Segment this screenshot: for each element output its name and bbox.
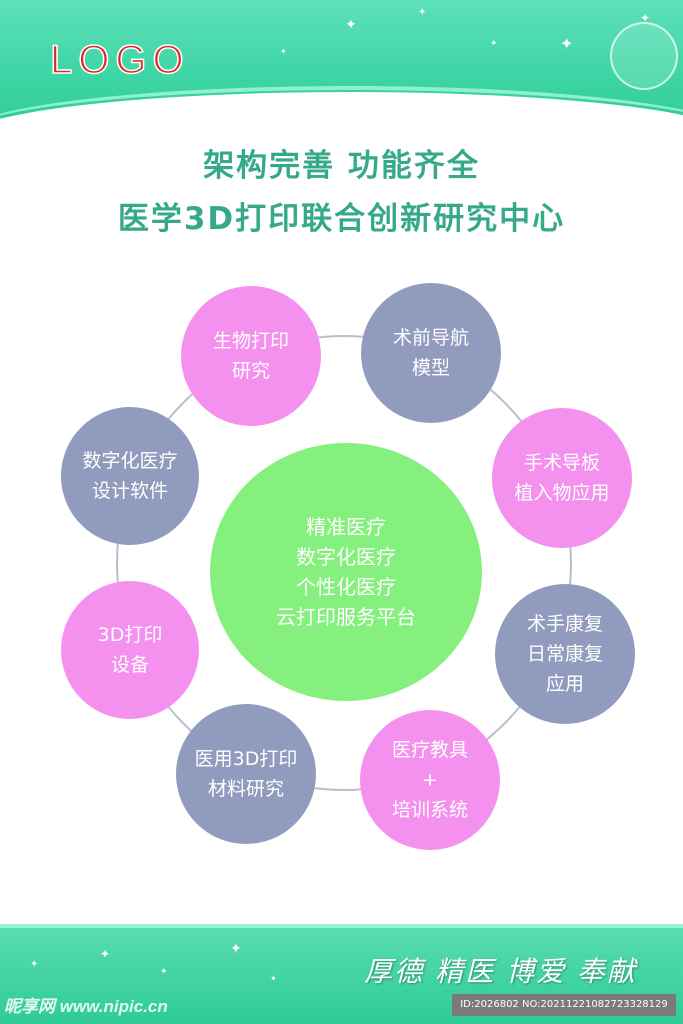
- node-teaching-training: 医疗教具 + 培训系统: [360, 710, 500, 850]
- sparkle-icon: ✦: [280, 47, 287, 56]
- center-line: 个性化医疗: [296, 575, 396, 599]
- node-surgical-guide: 手术导板 植入物应用: [492, 408, 632, 548]
- center-line: 云打印服务平台: [276, 605, 416, 629]
- sparkle-icon: ✦: [230, 941, 242, 957]
- logo: LOGO: [49, 37, 190, 83]
- node-line: 数字化医疗: [82, 450, 178, 472]
- node-line: 设计软件: [91, 480, 168, 502]
- node-line: 研究: [231, 360, 270, 382]
- sparkle-icon: ✦: [418, 7, 427, 18]
- center-line: 精准医疗: [306, 515, 386, 539]
- node-line: +: [422, 769, 438, 791]
- header-curve: [0, 92, 683, 212]
- slogan: 厚德 精医 博爱 奉献: [364, 955, 637, 988]
- node-line: 材料研究: [207, 778, 284, 800]
- node-3d-printing-equipment: 3D打印 设备: [61, 581, 199, 719]
- node-line: 3D打印: [97, 624, 163, 646]
- node-material-research: 医用3D打印 材料研究: [176, 704, 316, 844]
- sparkle-icon: ✦: [160, 967, 168, 977]
- connector-ring: [116, 335, 572, 791]
- node-line: 日常康复: [526, 643, 603, 665]
- watermark: 昵享网 www.nipic.cn: [4, 997, 168, 1016]
- node-line: 应用: [545, 673, 584, 695]
- node-line: 术手康复: [526, 613, 603, 635]
- sparkle-icon: ✦: [100, 947, 111, 961]
- node-line: 培训系统: [391, 799, 468, 821]
- title-line-1: 架构完善 功能齐全: [203, 148, 480, 184]
- sparkle-icon: ✦: [490, 39, 498, 49]
- node-line: 模型: [411, 357, 450, 379]
- node-design-software: 数字化医疗 设计软件: [61, 407, 199, 545]
- title-line-2: 医学3D打印联合创新研究中心: [117, 201, 566, 237]
- center-circle: 精准医疗 数字化医疗 个性化医疗 云打印服务平台: [210, 443, 482, 701]
- node-line: 医用3D打印: [194, 748, 298, 770]
- sparkle-icon: ✦: [270, 974, 277, 983]
- node-bioprinting: 生物打印 研究: [181, 286, 321, 426]
- node-line: 设备: [110, 654, 149, 676]
- node-line: 手术导板: [523, 452, 600, 474]
- bubble-decoration: [610, 22, 678, 90]
- sparkle-icon: ✦: [30, 959, 39, 970]
- header-curve-accent: [0, 86, 683, 210]
- footer-accent-line: [0, 924, 683, 928]
- node-line: 生物打印: [212, 330, 289, 352]
- node-line: 术前导航: [392, 327, 469, 349]
- node-preop-navigation: 术前导航 模型: [361, 283, 501, 423]
- node-rehabilitation: 术手康复 日常康复 应用: [495, 584, 635, 724]
- node-line: 医疗教具: [391, 739, 468, 761]
- center-line: 数字化医疗: [296, 545, 396, 569]
- sparkle-icon: ✦: [640, 11, 651, 25]
- sparkle-icon: ✦: [560, 34, 574, 53]
- sparkle-icon: ✦: [345, 17, 357, 33]
- node-line: 植入物应用: [514, 482, 610, 504]
- image-id-bar: ID:2026802 NO:20211221082723328129: [452, 994, 676, 1016]
